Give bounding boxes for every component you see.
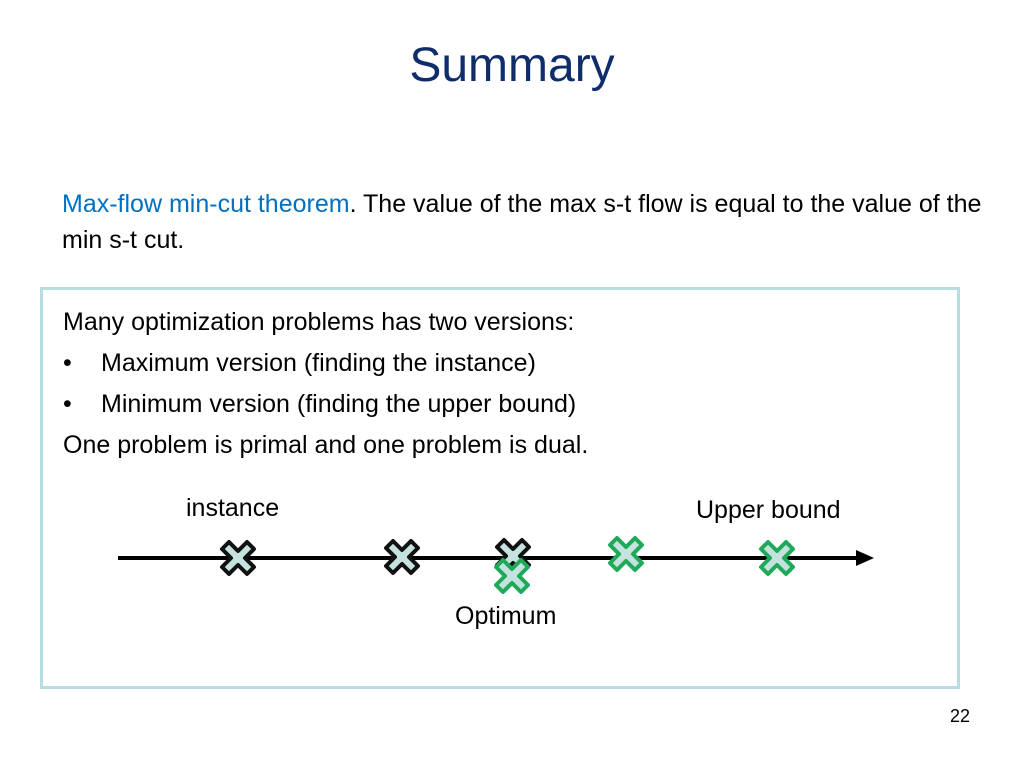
theorem-text: . The value of the max s-t flow is equal… (62, 190, 982, 254)
page-number: 22 (949, 706, 970, 726)
bullet-item: • Minimum version (finding the upper bou… (63, 384, 943, 425)
bullet-text-minimum: Minimum version (finding the upper bound… (101, 390, 577, 418)
summary-intro: Many optimization problems has two versi… (63, 308, 575, 336)
slide-title: Summary (409, 39, 615, 92)
bullet-marker: • (63, 390, 72, 418)
bullet-marker: • (63, 349, 72, 377)
summary-box-text: Many optimization problems has two versi… (63, 302, 943, 466)
label-upper-bound: Upper bound (696, 496, 841, 524)
label-instance: instance (186, 494, 280, 522)
theorem-statement: Max-flow min-cut theorem. The value of t… (62, 186, 982, 258)
summary-conclusion: One problem is primal and one problem is… (63, 431, 589, 459)
label-optimum: Optimum (455, 602, 557, 630)
bullet-text-maximum: Maximum version (finding the instance) (101, 349, 536, 377)
bullet-item: • Maximum version (finding the instance) (63, 343, 943, 384)
theorem-name: Max-flow min-cut theorem (62, 190, 350, 218)
summary-box: Many optimization problems has two versi… (40, 287, 960, 689)
